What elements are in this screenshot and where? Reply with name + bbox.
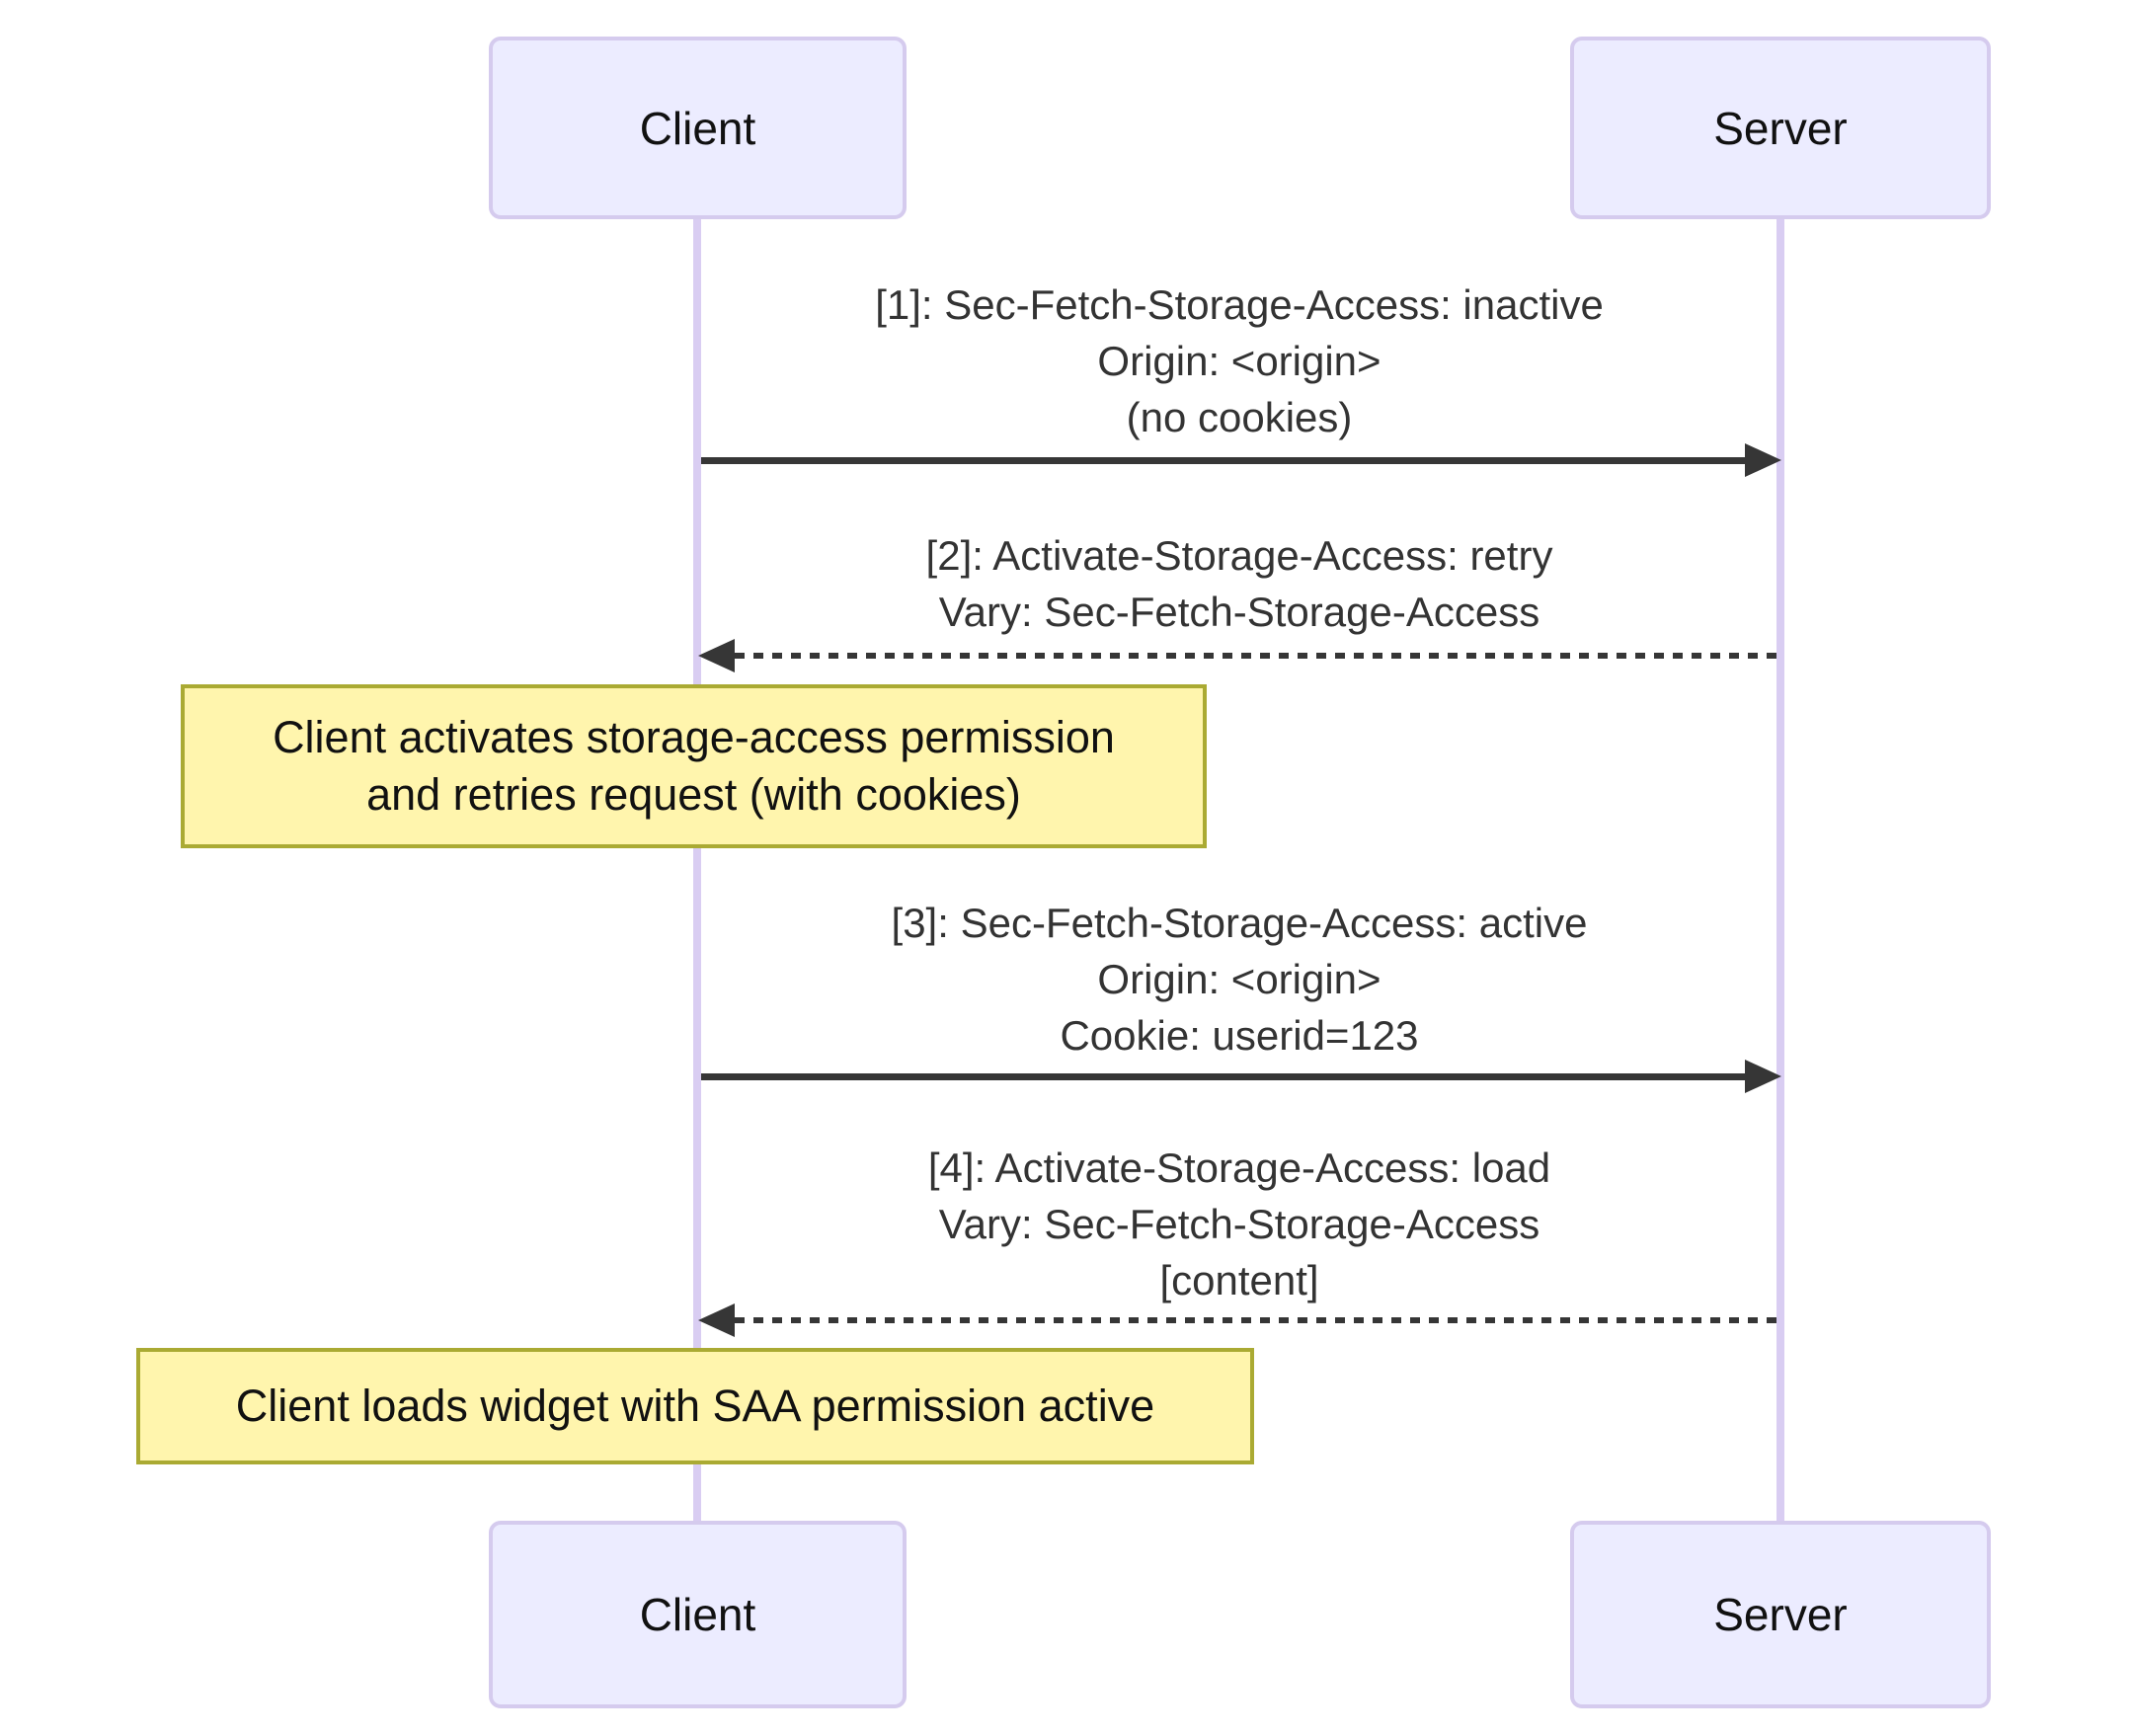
message-1-arrow: [701, 457, 1745, 464]
message-3-arrow: [701, 1073, 1745, 1080]
actor-label-server: Server: [1713, 102, 1848, 154]
actor-bottom-client: Client: [489, 1521, 907, 1708]
message-1-line-3: (no cookies): [1126, 394, 1353, 440]
note-load-widget: Client loads widget with SAA permission …: [136, 1348, 1254, 1464]
message-3-line-3: Cookie: userid=123: [1060, 1012, 1419, 1059]
note-2-line-1: Client loads widget with SAA permission …: [235, 1381, 1155, 1431]
actor-label-server: Server: [1713, 1589, 1848, 1640]
message-4-line-2: Vary: Sec-Fetch-Storage-Access: [938, 1201, 1540, 1247]
message-4-text: [4]: Activate-Storage-Access: load Vary:…: [698, 1140, 1780, 1308]
message-4-arrow: [735, 1317, 1780, 1323]
actor-top-server: Server: [1570, 37, 1991, 219]
message-2-arrow: [735, 653, 1780, 659]
arrowhead-left-icon: [698, 639, 735, 672]
arrowhead-right-icon: [1745, 1060, 1781, 1093]
message-2-line-1: [2]: Activate-Storage-Access: retry: [925, 532, 1553, 579]
actor-label-client: Client: [639, 1589, 756, 1640]
message-1-text: [1]: Sec-Fetch-Storage-Access: inactive …: [698, 276, 1780, 445]
message-2-text: [2]: Activate-Storage-Access: retry Vary…: [698, 527, 1780, 640]
message-3-text: [3]: Sec-Fetch-Storage-Access: active Or…: [698, 895, 1780, 1064]
actor-label-client: Client: [639, 102, 756, 154]
message-1-line-2: Origin: <origin>: [1097, 338, 1381, 384]
message-3-line-2: Origin: <origin>: [1097, 956, 1381, 1002]
lifeline-server: [1776, 219, 1784, 1521]
note-1-line-2: and retries request (with cookies): [366, 769, 1021, 820]
note-1-line-1: Client activates storage-access permissi…: [273, 712, 1115, 762]
message-4-line-3: [content]: [1159, 1257, 1319, 1303]
arrowhead-left-icon: [698, 1303, 735, 1337]
message-3-line-1: [3]: Sec-Fetch-Storage-Access: active: [891, 900, 1588, 946]
actor-bottom-server: Server: [1570, 1521, 1991, 1708]
arrowhead-right-icon: [1745, 443, 1781, 477]
lifeline-client: [693, 219, 701, 1521]
note-activate-retry: Client activates storage-access permissi…: [181, 684, 1207, 848]
message-2-line-2: Vary: Sec-Fetch-Storage-Access: [938, 589, 1540, 635]
actor-top-client: Client: [489, 37, 907, 219]
message-1-line-1: [1]: Sec-Fetch-Storage-Access: inactive: [875, 281, 1604, 328]
message-4-line-1: [4]: Activate-Storage-Access: load: [927, 1144, 1551, 1191]
